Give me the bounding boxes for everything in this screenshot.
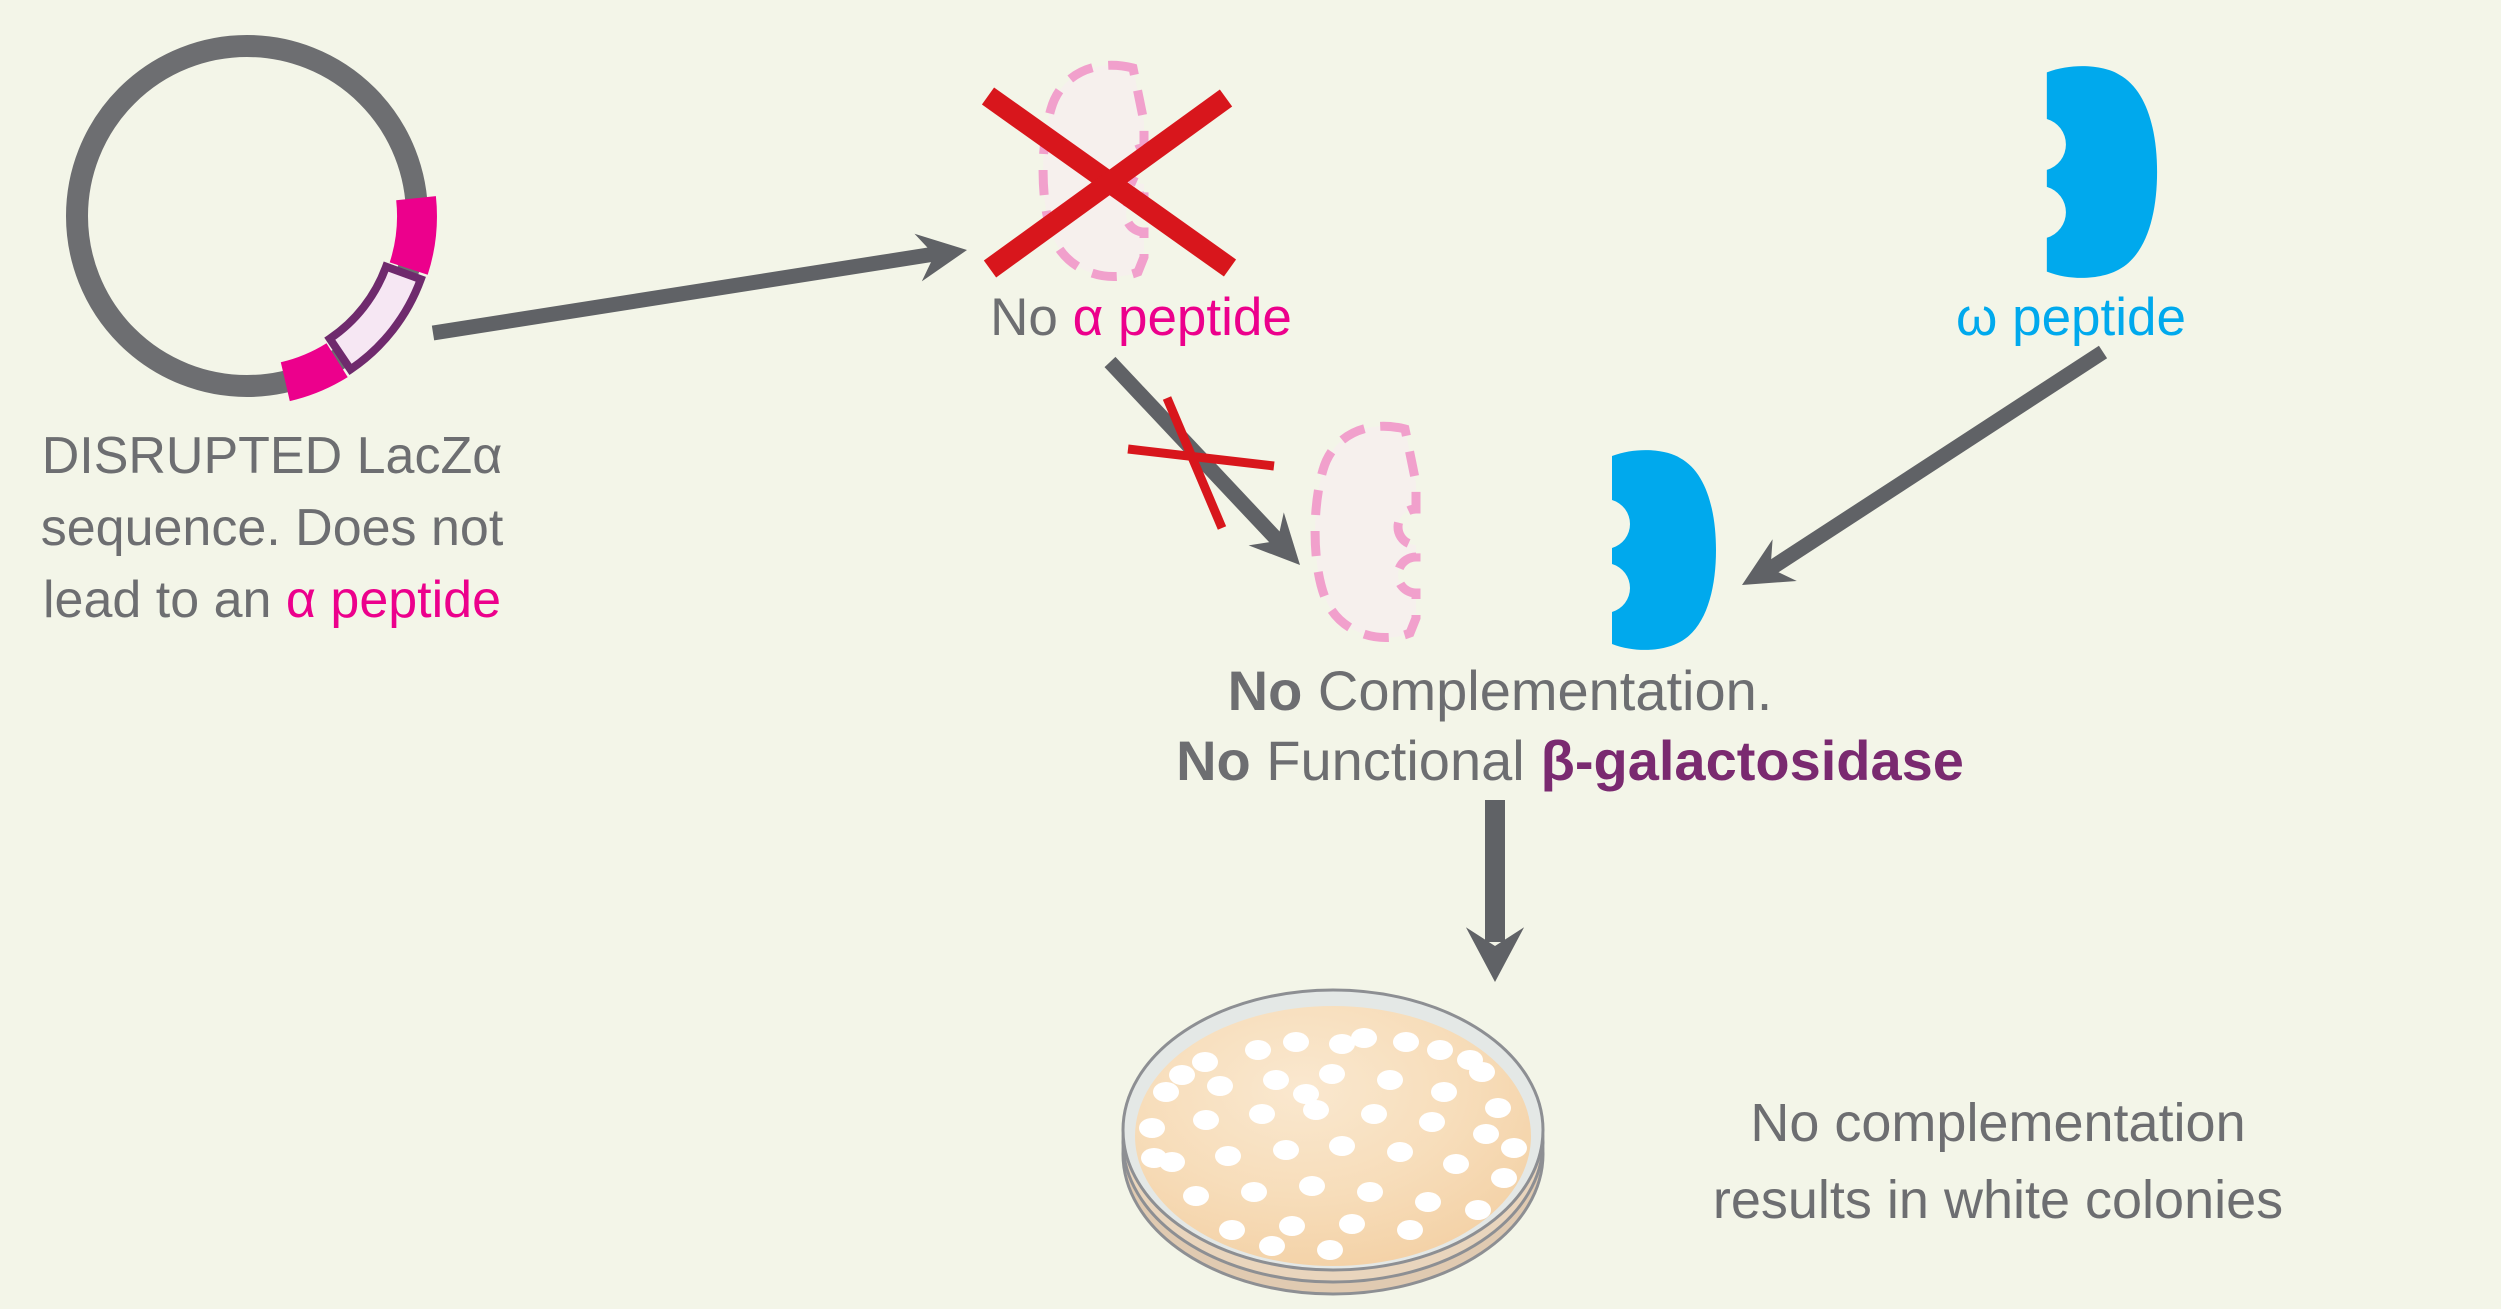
white-colony [1339, 1214, 1365, 1234]
white-colony [1273, 1140, 1299, 1160]
white-colony [1263, 1070, 1289, 1090]
white-colony [1387, 1142, 1413, 1162]
white-colony [1419, 1112, 1445, 1132]
white-colony [1443, 1154, 1469, 1174]
plasmid-caption: DISRUPTED LacZα sequence. Does not lead … [41, 420, 504, 636]
plasmid-caption-line1: DISRUPTED LacZα [41, 427, 503, 485]
white-colony [1283, 1032, 1309, 1052]
white-colony [1491, 1168, 1517, 1188]
alpha-peptide-ghost-middle [1310, 421, 1421, 643]
white-colony [1303, 1100, 1329, 1120]
white-colony [1153, 1082, 1179, 1102]
white-colony [1141, 1148, 1167, 1168]
white-colony [1473, 1124, 1499, 1144]
arrow-omega-to-middle [1742, 345, 2108, 585]
white-colony [1317, 1240, 1343, 1260]
plasmid-flank-segment-top [389, 196, 437, 275]
white-colony [1329, 1034, 1355, 1054]
plate-caption: No complementation results in white colo… [1713, 1085, 2283, 1239]
white-colony [1279, 1216, 1305, 1236]
statement-line2-no: No [1176, 729, 1251, 792]
arrowhead [1742, 539, 1797, 585]
omega-peptide-shape-top [2046, 66, 2158, 278]
white-colony [1351, 1028, 1377, 1048]
white-colony [1431, 1082, 1457, 1102]
white-colony [1183, 1186, 1209, 1206]
arrow-plasmid-to-no-alpha [431, 233, 967, 341]
plasmid-icon [66, 35, 437, 402]
statement-line1-rest: Complementation. [1302, 659, 1773, 722]
white-colony [1207, 1076, 1233, 1096]
white-colony [1377, 1070, 1403, 1090]
beta-galactosidase-highlight: β-galactosidase [1540, 729, 1964, 792]
no-alpha-peptide-label: No α peptide [990, 290, 1292, 346]
no-alpha-highlight: α peptide [1072, 288, 1292, 347]
statement-line2-functional: Functional [1250, 729, 1525, 792]
arrowhead [914, 233, 967, 282]
plasmid-disrupting-insert [324, 261, 426, 375]
statement-line1-no: No [1227, 659, 1303, 722]
white-colony [1465, 1200, 1491, 1220]
white-colony [1245, 1040, 1271, 1060]
plate-caption-line2: results in white colonies [1712, 1170, 2284, 1230]
arrowhead [1248, 512, 1300, 565]
petri-dish [1121, 988, 1545, 1296]
statement-line1: No Complementation. [1106, 656, 1894, 726]
white-colony [1357, 1182, 1383, 1202]
red-x-small [1127, 396, 1275, 530]
plasmid-flank-segment-bottom [280, 343, 348, 402]
plasmid-caption-line3-prefix: lead to an [43, 571, 286, 629]
omega-peptide-label: ω peptide [1956, 288, 2186, 347]
arrowhead [1465, 927, 1525, 982]
white-colony [1501, 1138, 1527, 1158]
white-colony [1169, 1065, 1195, 1085]
white-colony [1192, 1052, 1218, 1072]
white-colony [1329, 1136, 1355, 1156]
alpha-peptide-highlight: α peptide [285, 571, 501, 629]
no-alpha-prefix: No [990, 288, 1073, 347]
white-colony [1139, 1118, 1165, 1138]
plate-caption-line1: No complementation [1750, 1093, 2246, 1153]
omega-peptide-shape-middle [1612, 450, 1716, 650]
white-colony [1469, 1062, 1495, 1082]
white-colony [1259, 1236, 1285, 1256]
colonies-group [1139, 1028, 1527, 1260]
plasmid-caption-line2: sequence. Does not [40, 499, 504, 557]
white-colony [1193, 1110, 1219, 1130]
white-colony [1241, 1182, 1267, 1202]
white-colony [1249, 1104, 1275, 1124]
white-colony [1485, 1098, 1511, 1118]
plasmid-caption-line3: lead to an α peptide [41, 564, 504, 636]
white-colony [1299, 1176, 1325, 1196]
white-colony [1215, 1146, 1241, 1166]
white-colony [1361, 1104, 1387, 1124]
white-colony [1415, 1192, 1441, 1212]
white-colony [1319, 1064, 1345, 1084]
white-colony [1393, 1032, 1419, 1052]
arrow-to-plate [1465, 800, 1525, 982]
white-colony [1397, 1220, 1423, 1240]
white-colony [1219, 1220, 1245, 1240]
white-colony [1293, 1084, 1319, 1104]
red-x-large [981, 87, 1237, 278]
white-colony [1427, 1040, 1453, 1060]
